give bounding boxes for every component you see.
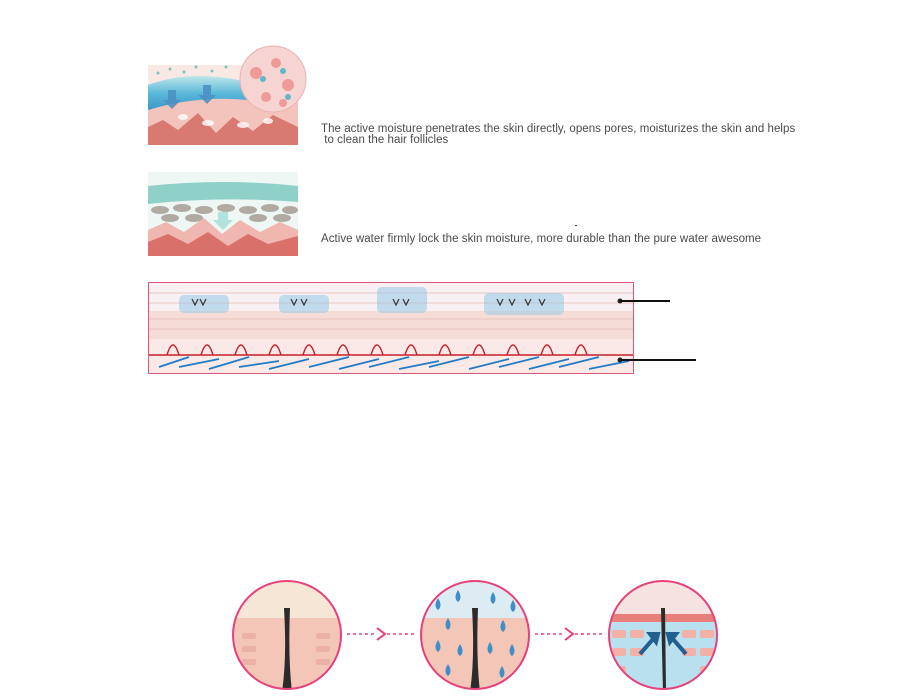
lock-caption: Active water firmly lock the skin moistu…	[321, 233, 762, 245]
dry-follicle-icon	[230, 578, 344, 692]
skin-layers-diagram	[148, 282, 634, 374]
pointer-line-lower	[620, 359, 696, 361]
skin-moisture-lock-illustration	[148, 172, 300, 256]
pointer-line-upper	[620, 300, 670, 302]
cleansed-follicle-icon	[606, 578, 720, 692]
skin-penetration-illustration	[148, 45, 310, 147]
arrow-right-icon	[347, 625, 417, 643]
dot-marker	[575, 225, 577, 226]
arrow-right-icon	[535, 625, 605, 643]
penetration-caption: The active moisture penetrates the skin …	[321, 123, 796, 146]
water-drops-follicle-icon	[418, 578, 532, 692]
